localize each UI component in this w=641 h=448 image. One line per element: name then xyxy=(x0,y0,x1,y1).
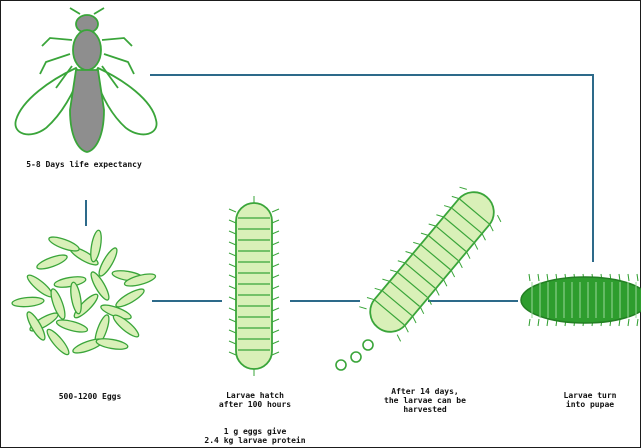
fly-abdomen xyxy=(70,70,104,152)
young-larva xyxy=(229,196,279,376)
egg xyxy=(69,281,83,314)
grown-larva-body xyxy=(362,184,502,340)
eggs-cluster xyxy=(12,229,157,357)
egg xyxy=(114,286,146,310)
label-larvae-hatch: Larvae hatch after 100 hours xyxy=(200,391,310,409)
connector-lines xyxy=(86,75,593,301)
frass-circles xyxy=(336,340,373,370)
label-larvae-hatch-line1: Larvae hatch xyxy=(200,391,310,400)
connector-fly-to-pupae xyxy=(150,75,593,262)
label-pupae: Larvae turn into pupae xyxy=(545,391,635,409)
label-protein-yield: 1 g eggs give 2.4 kg larvae protein xyxy=(195,427,315,445)
label-egg-count: 500-1200 Eggs xyxy=(40,392,140,401)
label-protein-yield-line1: 1 g eggs give xyxy=(195,427,315,436)
label-fly-life-expectancy: 5-8 Days life expectancy xyxy=(14,160,154,169)
egg xyxy=(53,275,86,289)
egg xyxy=(55,318,88,335)
egg xyxy=(95,337,128,351)
egg xyxy=(35,252,68,271)
pupa-body xyxy=(521,277,641,323)
grown-larva xyxy=(357,180,508,345)
label-larvae-hatch-line2: after 100 hours xyxy=(200,400,310,409)
fly-thorax xyxy=(73,30,101,70)
egg xyxy=(89,229,103,262)
fly-illustration xyxy=(15,8,156,152)
label-harvest: After 14 days, the larvae can be harvest… xyxy=(365,387,485,414)
egg xyxy=(44,327,71,357)
label-harvest-line2: the larvae can be xyxy=(365,396,485,405)
egg xyxy=(47,234,80,253)
label-pupae-line2: into pupae xyxy=(545,400,635,409)
label-protein-yield-line2: 2.4 kg larvae protein xyxy=(195,436,315,445)
pupa xyxy=(521,274,641,326)
label-harvest-line1: After 14 days, xyxy=(365,387,485,396)
label-pupae-line1: Larvae turn xyxy=(545,391,635,400)
egg xyxy=(12,296,45,308)
label-harvest-line3: harvested xyxy=(365,405,485,414)
young-larva-body xyxy=(236,203,272,369)
